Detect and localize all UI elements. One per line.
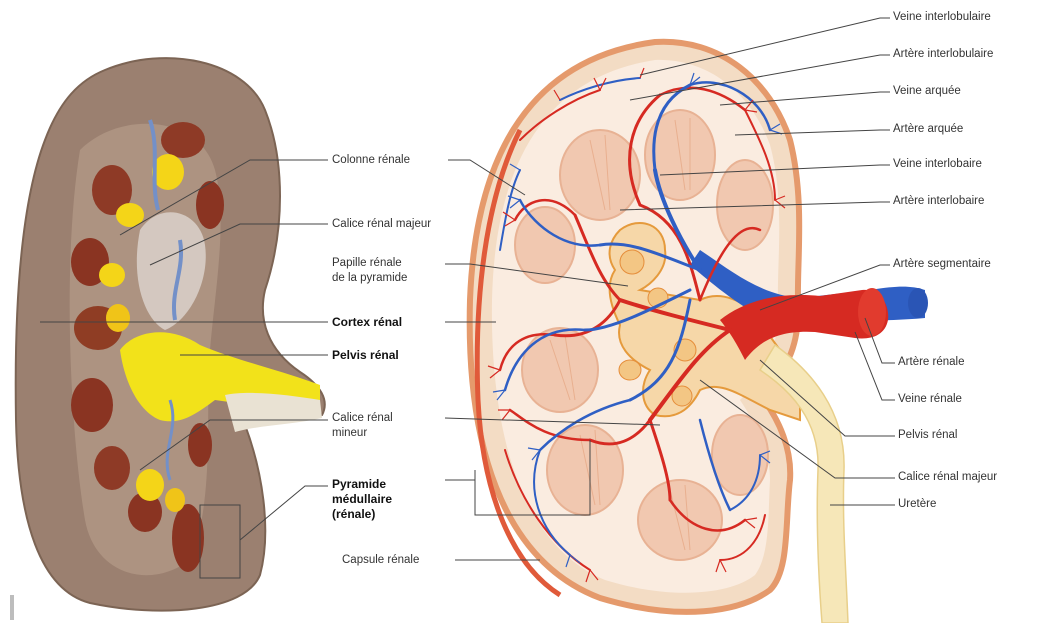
label-veine-renale: Veine rénale bbox=[898, 392, 962, 407]
label-papille-line1: Papille rénale bbox=[332, 256, 402, 271]
label-artere-segmentaire: Artère segmentaire bbox=[893, 257, 991, 272]
label-calice-majeur-left: Calice rénal majeur bbox=[332, 217, 431, 232]
label-veine-arquee: Veine arquée bbox=[893, 84, 961, 99]
label-artere-interlobulaire: Artère interlobulaire bbox=[893, 47, 993, 62]
label-calice-mineur-line1: Calice rénal bbox=[332, 411, 393, 426]
label-artere-interlobaire: Artère interlobaire bbox=[893, 194, 984, 209]
label-colonne-renale: Colonne rénale bbox=[332, 153, 410, 168]
label-pyramide-line1: Pyramide bbox=[332, 477, 386, 492]
label-calice-majeur-right: Calice rénal majeur bbox=[898, 470, 997, 485]
kidney-schematic-section bbox=[470, 42, 928, 623]
label-veine-interlobulaire: Veine interlobulaire bbox=[893, 10, 991, 25]
label-artere-arquee: Artère arquée bbox=[893, 122, 963, 137]
label-artere-renale: Artère rénale bbox=[898, 355, 964, 370]
label-uretere: Uretère bbox=[898, 497, 936, 512]
label-pyramide-line2: médullaire bbox=[332, 492, 392, 507]
label-veine-interlobaire: Veine interlobaire bbox=[893, 157, 982, 172]
label-pelvis-renal-left: Pelvis rénal bbox=[332, 348, 399, 363]
kidney-specimen-photo bbox=[10, 58, 325, 620]
label-capsule-renale: Capsule rénale bbox=[342, 553, 419, 568]
label-pelvis-renal-right: Pelvis rénal bbox=[898, 428, 957, 443]
label-papille-line2: de la pyramide bbox=[332, 271, 407, 286]
label-cortex-renal: Cortex rénal bbox=[332, 315, 402, 330]
label-calice-mineur-line2: mineur bbox=[332, 426, 367, 441]
label-pyramide-line3: (rénale) bbox=[332, 507, 375, 522]
